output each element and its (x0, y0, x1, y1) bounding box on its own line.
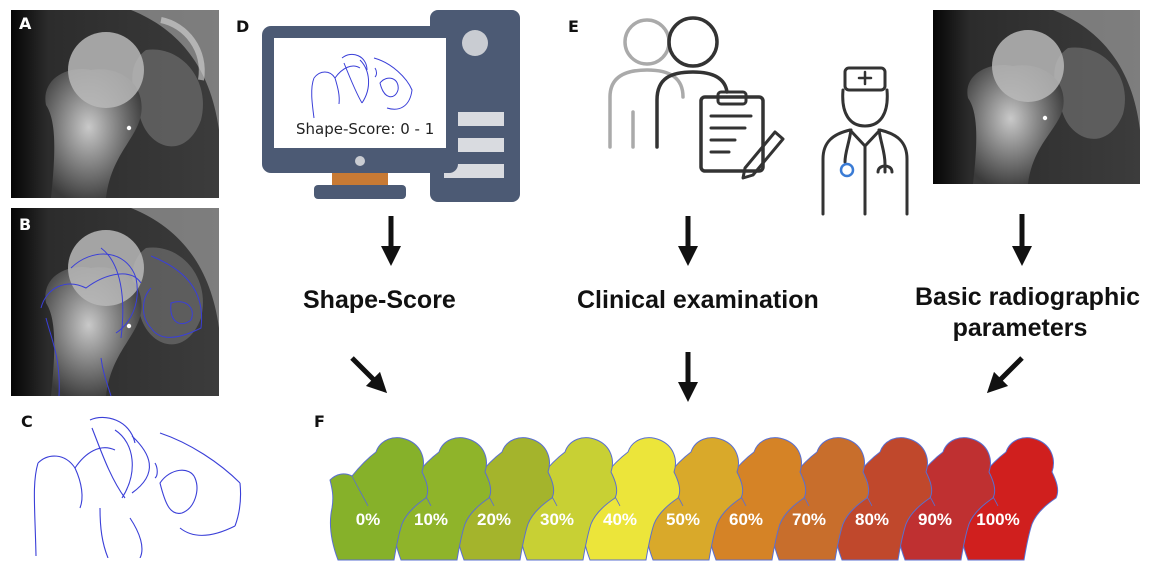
label-shape-score: Shape-Score (303, 286, 456, 314)
risk-scale: 100% 90% 80% 70% 60% 50% 40% 30% 20% 10% 0% (329, 437, 1059, 561)
scale-percent-label: 0% (356, 510, 381, 529)
hip-contour-drawing (33, 416, 242, 558)
panel-label-d: D (236, 17, 250, 36)
label-radiographic-line1: Basic radiographic (915, 283, 1141, 311)
scale-percent-label: 20% (477, 510, 511, 529)
femur-shape (329, 437, 429, 561)
label-basic-radiographic-parameters: Basic radiographic parameters (915, 282, 1141, 344)
scale-percent-label: 30% (540, 510, 574, 529)
scale-percent-label: 80% (855, 510, 889, 529)
scale-item: 100% (959, 437, 1059, 561)
panel-label-e: E (568, 17, 579, 36)
scale-percent-label: 70% (792, 510, 826, 529)
label-radiographic-line2: parameters (952, 314, 1088, 342)
panel-label-c: C (21, 412, 33, 431)
scale-item: 30% (518, 437, 618, 561)
scale-item: 50% (644, 437, 744, 561)
xray-image-right (933, 10, 1140, 184)
arrow-diag-shape-score (350, 356, 388, 394)
scale-percent-label: 100% (976, 510, 1019, 529)
xray-image-b (11, 208, 219, 396)
xray-image-a (11, 10, 219, 198)
shape-score-screen-text: Shape-Score: 0 - 1 (296, 120, 435, 138)
computer-icon (262, 10, 520, 202)
patient-icon (608, 16, 785, 180)
scale-item: 0% (329, 437, 429, 561)
scale-percent-label: 10% (414, 510, 448, 529)
scale-percent-label: 50% (666, 510, 700, 529)
scale-percent-label: 90% (918, 510, 952, 529)
scale-percent-label: 60% (729, 510, 763, 529)
arrow-diag-radiographic (986, 356, 1024, 394)
doctor-icon (821, 66, 909, 216)
panel-label-a: A (19, 14, 32, 33)
label-clinical-examination: Clinical examination (577, 286, 819, 314)
panel-label-f: F (314, 412, 325, 431)
panel-label-b: B (19, 215, 32, 234)
scale-percent-label: 40% (603, 510, 637, 529)
contour-overlay (40, 247, 203, 396)
